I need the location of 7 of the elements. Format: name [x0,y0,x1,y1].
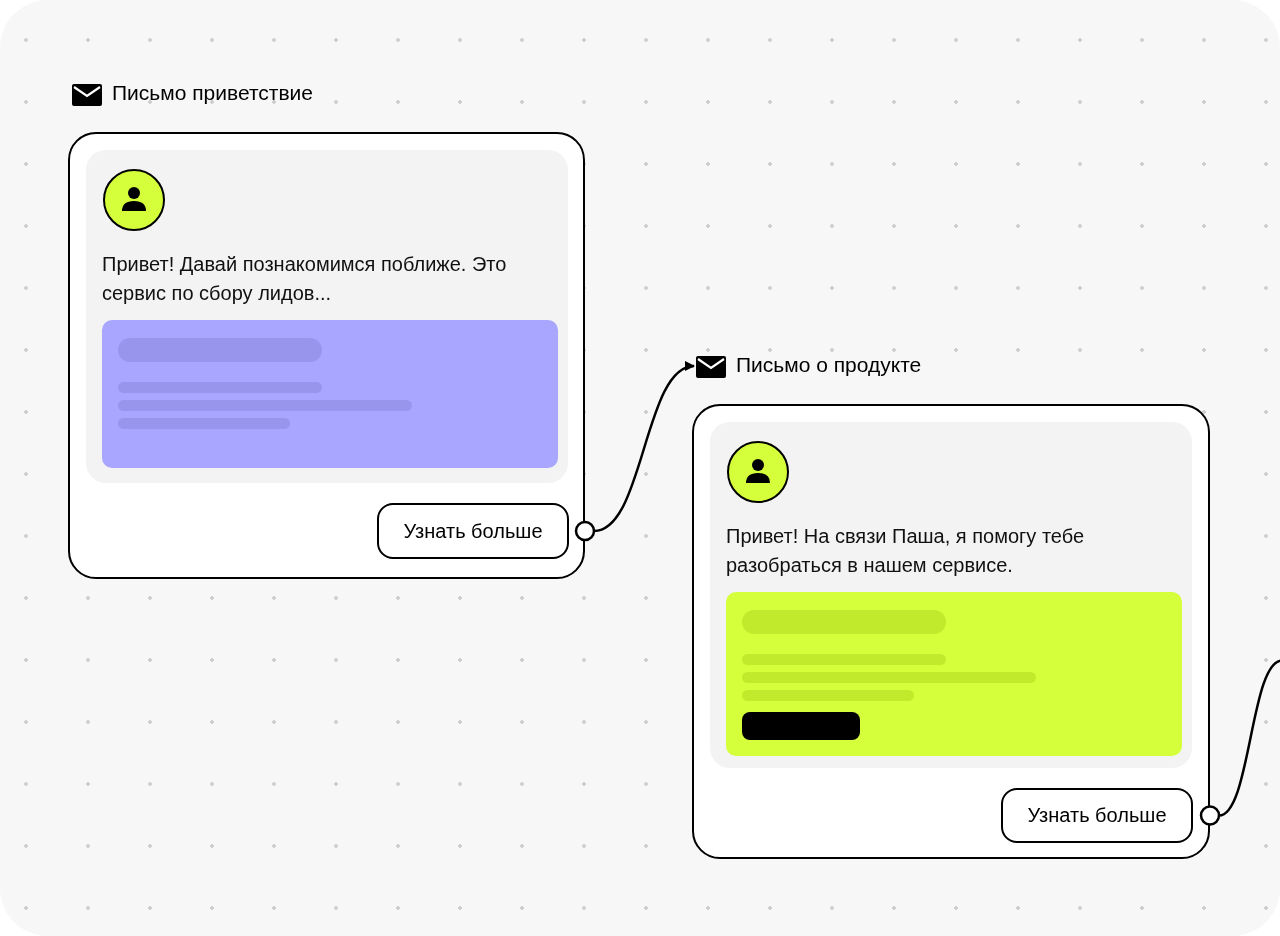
message-text: Привет! На связи Паша, я помогу тебе разобраться в нашем сервисе. [726,524,1086,578]
learn-more-button: Узнать больше [377,503,569,559]
message-text: Привет! Давай познакомимся поближе. Это сервис по сбору лидов... [102,252,508,306]
email-title: Письмо о продукте [736,352,922,378]
email-title: Письмо приветствие [112,80,313,106]
connector-arrow [593,363,695,533]
learn-more-button: Узнать больше [1001,788,1193,843]
